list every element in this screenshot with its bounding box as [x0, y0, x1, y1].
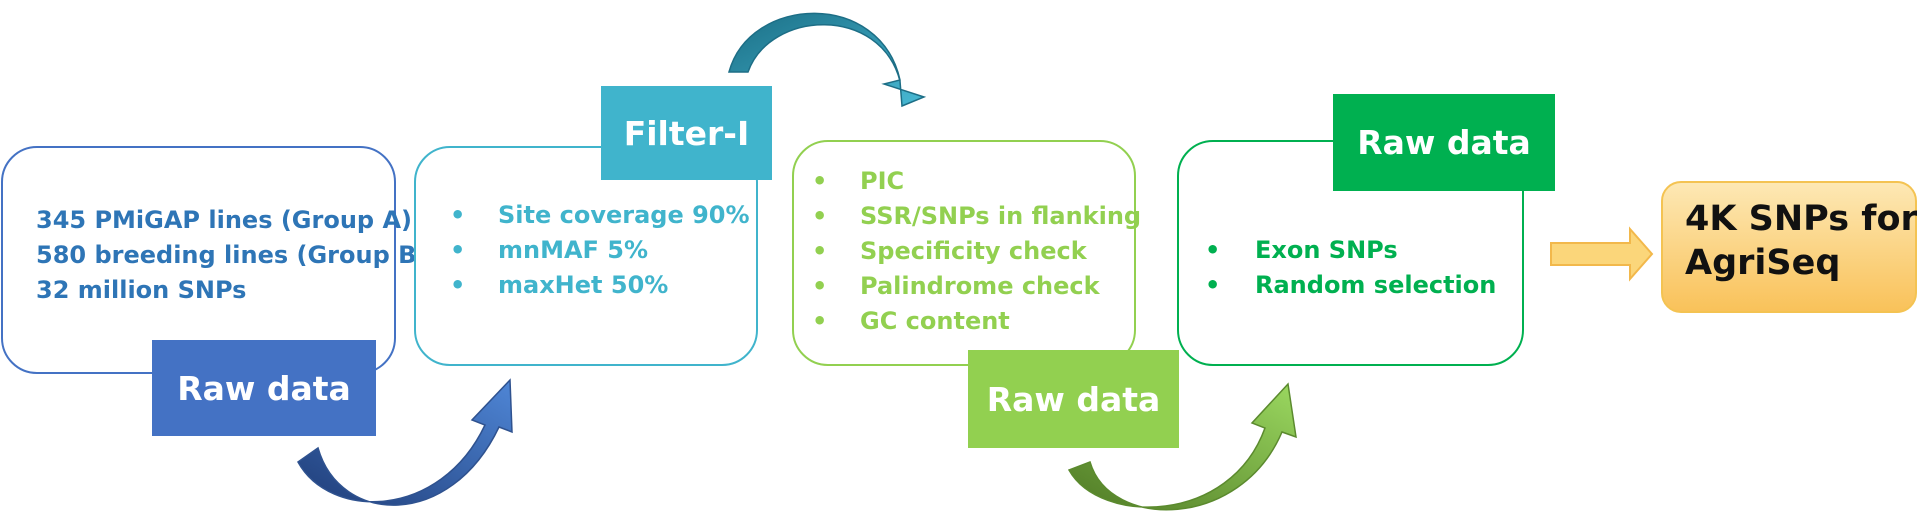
bullet-icon: • — [812, 237, 828, 265]
item-text: Random selection — [1255, 271, 1497, 299]
final-line: 4K SNPs for — [1685, 199, 1917, 239]
final-output-box: 4K SNPs for AgriSeq — [1661, 181, 1917, 313]
list-item: • mnMAF 5% — [450, 233, 750, 268]
stage1-lines: 345 PMiGAP lines (Group A) 580 breeding … — [36, 203, 427, 308]
item-text: Specificity check — [860, 237, 1087, 265]
stage1-box — [1, 146, 396, 374]
item-text: Exon SNPs — [1255, 236, 1398, 264]
item-text: Palindrome check — [860, 272, 1100, 300]
list-item: • PIC — [812, 164, 1141, 199]
list-item: • Exon SNPs — [1205, 233, 1496, 268]
bullet-icon: • — [1205, 236, 1221, 264]
bullet-icon: • — [812, 307, 828, 335]
list-item: • Site coverage 90% — [450, 198, 750, 233]
list-item: • SSR/SNPs in flanking — [812, 199, 1141, 234]
item-text: GC content — [860, 307, 1010, 335]
stage1-line: 32 million SNPs — [36, 276, 247, 304]
list-item: • GC content — [812, 304, 1141, 339]
stage1-line: 580 breeding lines (Group B) — [36, 241, 428, 269]
list-item: • Random selection — [1205, 268, 1496, 303]
list-item: • maxHet 50% — [450, 268, 750, 303]
item-text: SSR/SNPs in flanking — [860, 202, 1142, 230]
curved-arrow-green — [1067, 382, 1297, 511]
item-text: mnMAF 5% — [498, 236, 649, 264]
stage3-label: Raw data — [968, 350, 1179, 448]
stage3-items: • PIC • SSR/SNPs in flanking • Specificity … — [812, 164, 1141, 339]
bullet-icon: • — [450, 271, 466, 299]
item-text: maxHet 50% — [498, 271, 669, 299]
curved-arrow-blue — [297, 378, 513, 506]
bullet-icon: • — [450, 201, 466, 229]
stage3-box — [792, 140, 1136, 366]
stage2-label: Filter-I — [601, 86, 772, 180]
bullet-icon: • — [812, 167, 828, 195]
stage4-label: Raw data — [1333, 94, 1555, 191]
curved-arrow-teal — [728, 12, 927, 108]
list-item: • Specificity check — [812, 234, 1141, 269]
straight-arrow-final — [1550, 226, 1654, 282]
stage1-line: 345 PMiGAP lines (Group A) — [36, 206, 412, 234]
stage1-label: Raw data — [152, 340, 376, 436]
bullet-icon: • — [450, 236, 466, 264]
bullet-icon: • — [812, 272, 828, 300]
stage4-items: • Exon SNPs • Random selection — [1205, 233, 1496, 303]
stage2-items: • Site coverage 90% • mnMAF 5% • maxHet 50% — [450, 198, 750, 303]
final-line: AgriSeq — [1685, 243, 1841, 283]
item-text: PIC — [860, 167, 905, 195]
bullet-icon: • — [1205, 271, 1221, 299]
bullet-icon: • — [812, 202, 828, 230]
list-item: • Palindrome check — [812, 269, 1141, 304]
stage2-box — [414, 146, 758, 366]
item-text: Site coverage 90% — [498, 201, 750, 229]
